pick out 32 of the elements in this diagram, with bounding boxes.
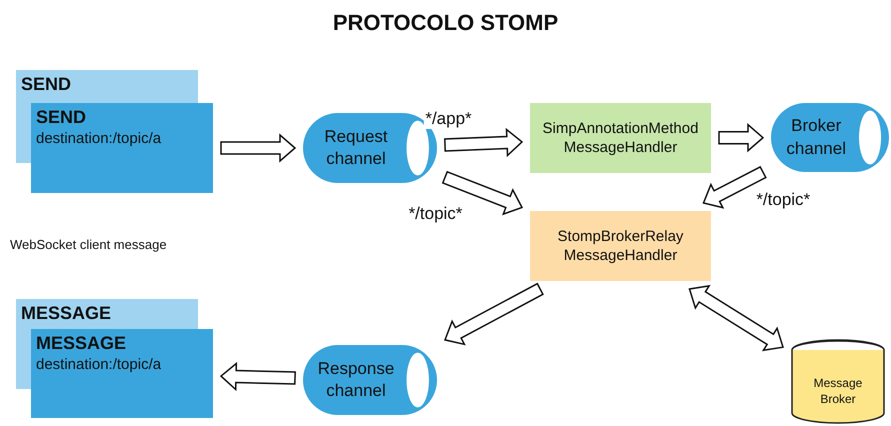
message-card (31, 329, 213, 418)
block-arrow (220, 362, 296, 392)
message-header: destination:/topic/a (35, 129, 162, 147)
channel-name: Broker channel (785, 115, 847, 160)
channel-name: Request channel (323, 126, 389, 170)
block-arrow (718, 123, 764, 152)
message-card (31, 103, 213, 193)
block-arrow (442, 170, 524, 216)
message-card (16, 70, 198, 103)
handler-box (530, 103, 711, 173)
message-header: destination:/topic/a (35, 355, 162, 373)
diagram-title: PROTOCOLO STOMP (332, 10, 558, 36)
database-name: Message Broker (812, 376, 864, 408)
edge-label: */app* (423, 109, 474, 130)
handler-box (530, 211, 711, 281)
message-type: MESSAGE (20, 302, 112, 324)
note-text: WebSocket client message (10, 237, 167, 252)
block-arrow (702, 166, 767, 209)
edge-label: */topic* (406, 204, 464, 224)
edge-label: */topic* (754, 190, 812, 210)
handler-name: StompBrokerRelay MessageHandler (556, 226, 684, 266)
message-type: SEND (35, 106, 88, 128)
message-card (16, 299, 198, 332)
block-arrow (220, 133, 296, 163)
handler-name: SimpAnnotationMethod MessageHandler (542, 118, 700, 158)
database-cylinder (791, 340, 885, 423)
message-type: MESSAGE (35, 332, 128, 354)
block-arrow (444, 128, 524, 158)
channel-name: Response channel (316, 358, 396, 402)
block-arrow (444, 282, 544, 346)
message-type: SEND (20, 73, 72, 95)
block-arrow (688, 284, 784, 352)
